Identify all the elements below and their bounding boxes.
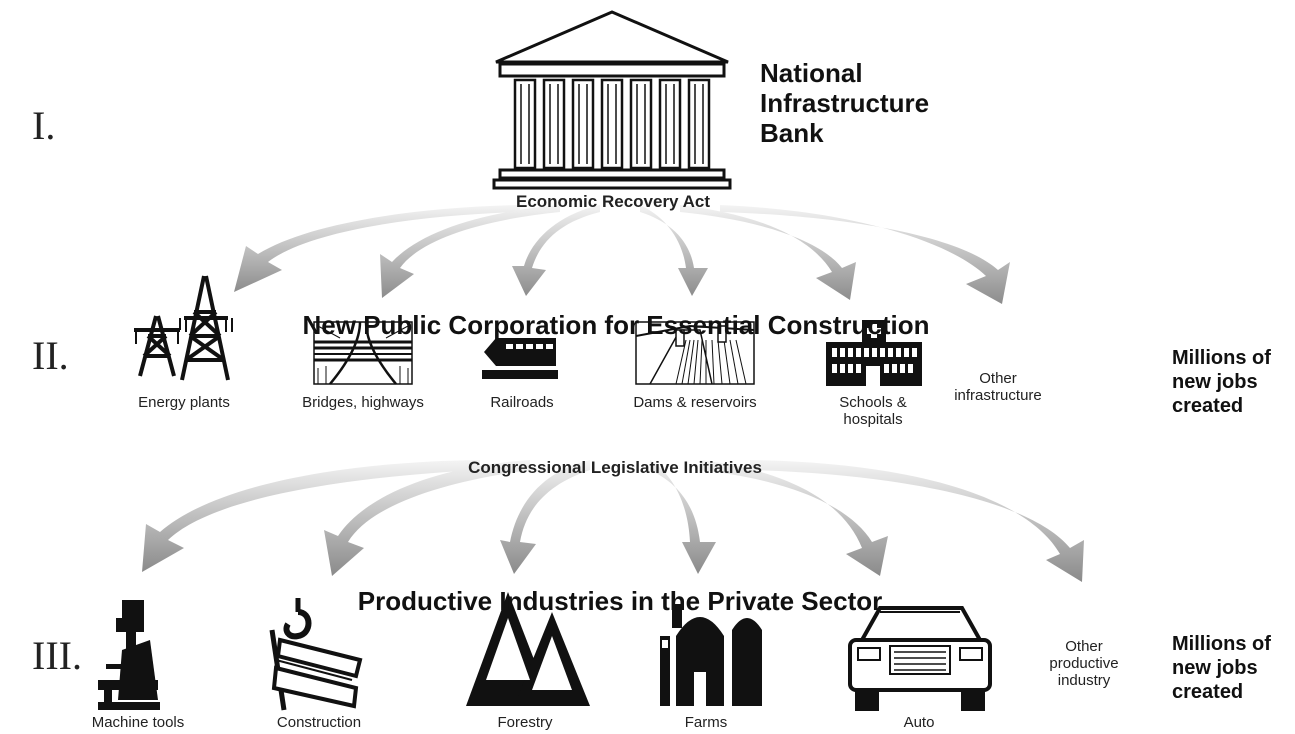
- arrow-to-energy: [234, 205, 520, 292]
- bank-title: National Infrastructure Bank: [760, 58, 929, 148]
- bank-title-line: National: [760, 58, 863, 88]
- arrow-to-machine-tools: [142, 460, 480, 572]
- fan-arrows-upper: [234, 205, 1010, 304]
- crane-hook-icon: [269, 598, 363, 711]
- highway-bridge-icon: [313, 321, 413, 385]
- arrow-to-forestry: [500, 460, 590, 574]
- jobs-note-line: created: [1172, 681, 1244, 703]
- act-label: Economic Recovery Act: [516, 192, 710, 211]
- bank-building-icon: [492, 10, 732, 190]
- fan-arrows-lower: [142, 460, 1084, 582]
- infra-label: Energy plants: [138, 394, 230, 411]
- arrow-to-construction: [324, 460, 530, 576]
- tier-label-three: III.: [32, 633, 82, 678]
- barn-silo-icon: [660, 604, 762, 706]
- legislative-label: Congressional Legislative Initiatives: [468, 458, 762, 477]
- jobs-note-tier-two: Millions of new jobs created: [1172, 346, 1271, 418]
- arrow-to-other-infra: [720, 205, 1010, 304]
- bank-title-line: Infrastructure: [760, 88, 930, 118]
- jobs-note-line: new jobs: [1172, 657, 1258, 679]
- bank-title-line: Bank: [760, 118, 824, 148]
- car-icon: [848, 606, 992, 711]
- power-tower-icon: [134, 275, 233, 381]
- arrow-to-railroads: [512, 205, 600, 296]
- jobs-note-line: created: [1172, 395, 1244, 417]
- hospital-icon: [826, 320, 922, 386]
- private-sector-heading: Productive Industries in the Private Sec…: [357, 586, 883, 616]
- jobs-note-tier-three: Millions of new jobs created: [1172, 632, 1271, 704]
- infra-label: Railroads: [490, 394, 554, 411]
- machine-tool-icon: [98, 600, 160, 710]
- infra-label: Bridges, highways: [302, 394, 424, 411]
- arrow-to-other-industry: [750, 460, 1084, 582]
- jobs-note-line: new jobs: [1172, 371, 1258, 393]
- dam-icon: [635, 321, 755, 385]
- tier-label-two: II.: [32, 333, 69, 378]
- jobs-note-line: Millions of: [1172, 347, 1271, 369]
- public-corp-heading: New Public Corporation for Essential Con…: [302, 310, 930, 340]
- infra-label: Schools & hospitals: [839, 394, 907, 428]
- tier-label-one: I.: [32, 103, 56, 148]
- industry-label: Auto: [903, 714, 935, 731]
- arrow-to-dams: [640, 205, 708, 296]
- arrow-to-farms: [650, 460, 716, 574]
- infra-label: Other infrastructure: [954, 370, 1042, 404]
- industry-label: Construction: [276, 714, 362, 731]
- industry-label: Forestry: [497, 714, 553, 731]
- arrow-to-hospitals: [680, 205, 856, 300]
- industry-label: Other productive industry: [1049, 638, 1119, 689]
- pine-trees-icon: [466, 592, 590, 706]
- jobs-note-line: Millions of: [1172, 633, 1271, 655]
- infra-label: Dams & reservoirs: [633, 394, 757, 411]
- arrow-to-bridges: [380, 205, 560, 298]
- arrow-to-auto: [700, 460, 888, 576]
- industry-label: Farms: [684, 714, 728, 731]
- railroad-icon: [482, 338, 558, 379]
- industry-label: Machine tools: [91, 714, 185, 731]
